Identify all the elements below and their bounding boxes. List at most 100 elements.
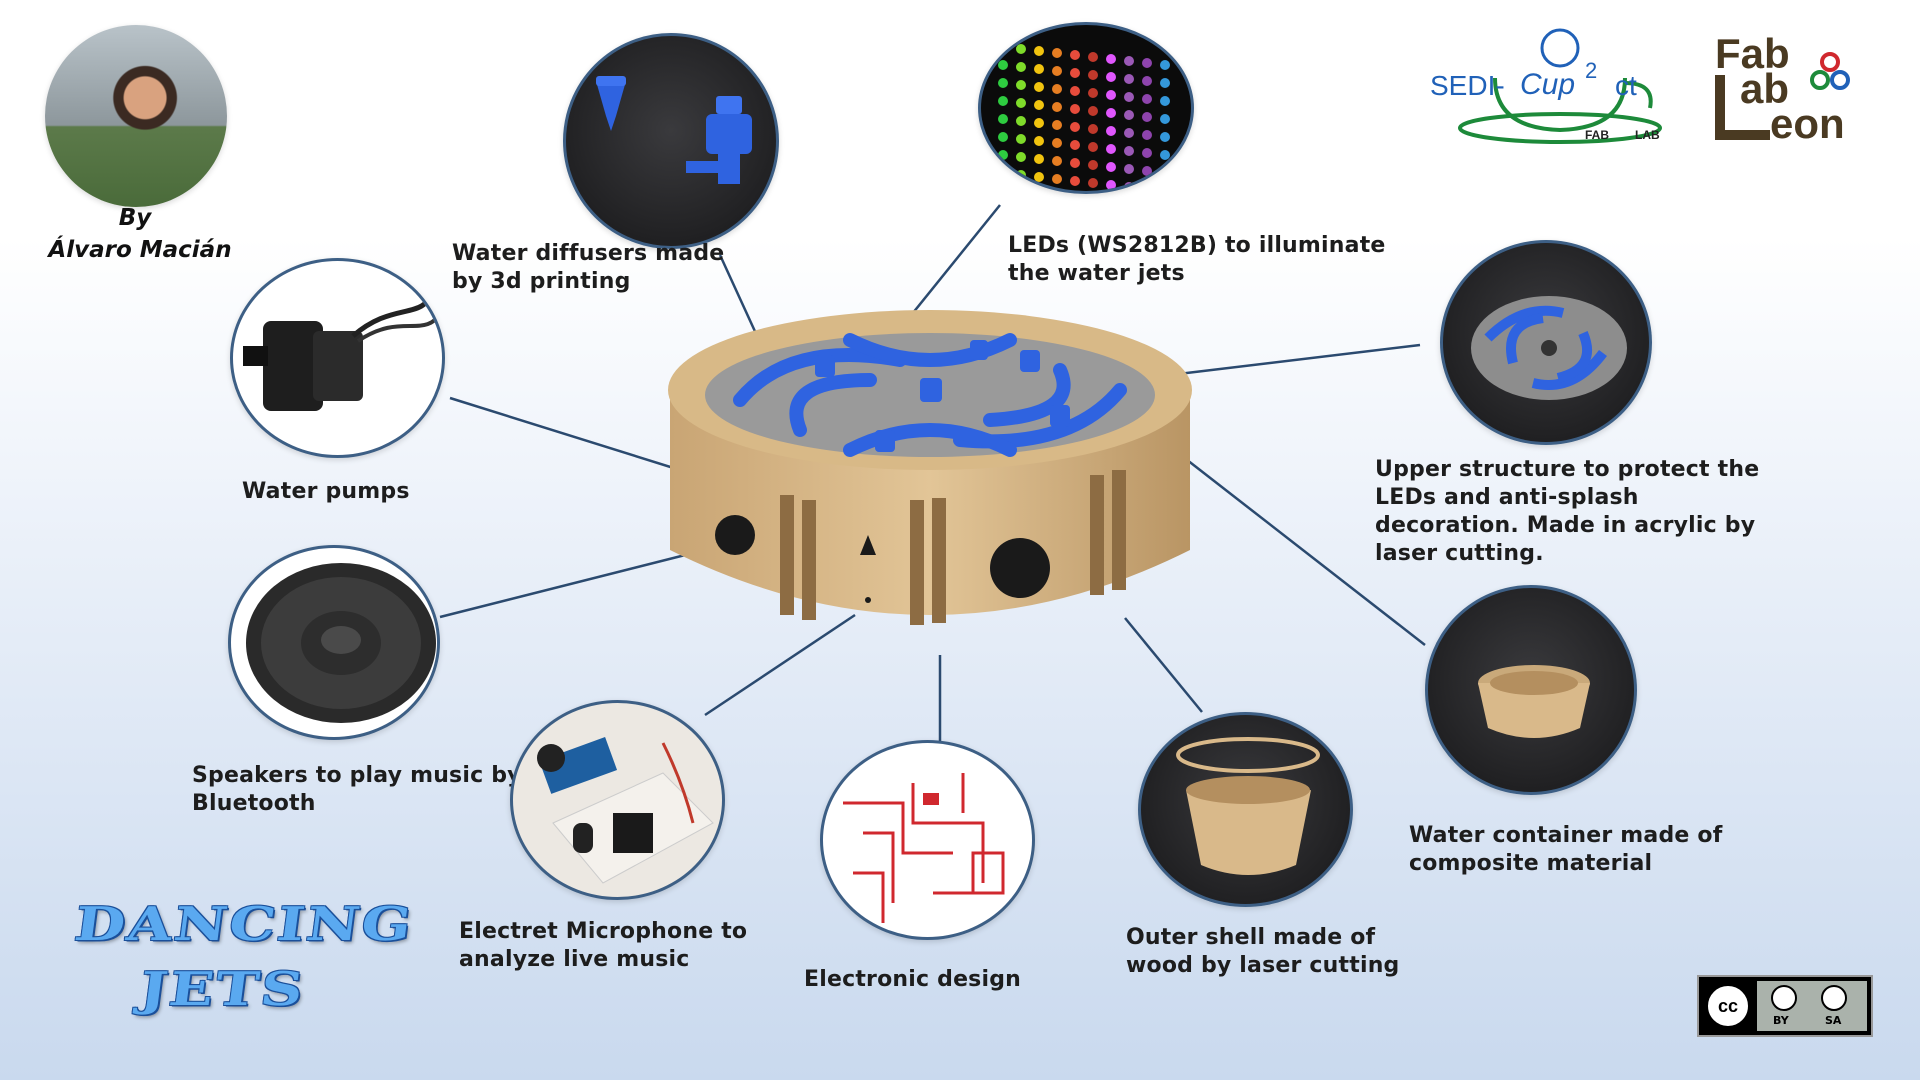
diffuser-image (563, 33, 779, 249)
led-dot (1106, 180, 1116, 190)
led-dot (998, 132, 1008, 142)
sa-icon (1821, 985, 1847, 1011)
led-dot (1070, 140, 1080, 150)
sedi-cup-logo: SEDI- Cup 2 ct FAB LAB (1425, 18, 1685, 153)
led-dot (1016, 152, 1026, 162)
led-dot (1124, 92, 1134, 102)
led-dot (1016, 80, 1026, 90)
led-dot (1070, 176, 1080, 186)
led-dot (1088, 106, 1098, 116)
author-photo (45, 25, 227, 207)
led-dot (1160, 150, 1170, 160)
led-dot (1160, 114, 1170, 124)
fablab-L-foot (1715, 130, 1770, 140)
led-dot (1070, 104, 1080, 114)
led-dot (1070, 50, 1080, 60)
led-dot (1142, 94, 1152, 104)
line-speakers (439, 548, 706, 619)
led-dot (1142, 76, 1152, 86)
title-line-2: JETS (136, 961, 309, 1017)
led-dot (998, 60, 1008, 70)
shell-image (1138, 712, 1353, 907)
led-dot (1106, 108, 1116, 118)
led-matrix-image (978, 22, 1194, 194)
led-dot (1034, 154, 1044, 164)
led-dot (1088, 52, 1098, 62)
sedi-sub2: LAB (1635, 128, 1660, 142)
microphone-image (510, 700, 725, 900)
line-pumps (449, 396, 681, 472)
author-name: Álvaro Macián (48, 237, 232, 263)
by-icon (1771, 985, 1797, 1011)
led-dot (1016, 134, 1026, 144)
led-dot (998, 150, 1008, 160)
led-dot (1016, 44, 1026, 54)
led-dot (1106, 162, 1116, 172)
line-container (1154, 434, 1426, 646)
led-dot (1106, 54, 1116, 64)
title-line-1: DANCING (71, 896, 417, 952)
led-dot (1034, 82, 1044, 92)
led-dot (1070, 68, 1080, 78)
led-dot (1070, 122, 1080, 132)
led-dot (1160, 96, 1170, 106)
led-dot (1124, 164, 1134, 174)
fablab-line2: ab (1740, 65, 1790, 112)
line-upper (1144, 343, 1421, 380)
led-dot (1088, 178, 1098, 188)
led-dot (1106, 72, 1116, 82)
label-water-pumps: Water pumps (242, 479, 410, 504)
led-dot (1070, 158, 1080, 168)
sedi-left: SEDI- (1430, 70, 1505, 101)
led-dot (1034, 172, 1044, 182)
led-dot (1106, 126, 1116, 136)
cc-text: cc (1717, 995, 1739, 1016)
led-dot (1088, 70, 1098, 80)
led-dot (1052, 84, 1062, 94)
led-dot (1088, 88, 1098, 98)
led-dot (1034, 118, 1044, 128)
author-by: By (118, 205, 152, 231)
led-dot (1052, 138, 1062, 148)
led-dot (1160, 78, 1170, 88)
led-dot (1016, 116, 1026, 126)
led-dot (998, 114, 1008, 124)
led-dot (1160, 132, 1170, 142)
led-dot (1160, 60, 1170, 70)
led-dot (998, 96, 1008, 106)
fablab-L-bar (1715, 75, 1725, 140)
led-dot (1034, 64, 1044, 74)
led-dot (1052, 174, 1062, 184)
led-dot (1052, 66, 1062, 76)
fablab-leon-logo: Fab ab eon (1710, 30, 1860, 150)
pcb-image (820, 740, 1035, 940)
led-dot (1034, 136, 1044, 146)
led-dot (1106, 144, 1116, 154)
line-shell (1124, 617, 1203, 713)
led-dot (1124, 74, 1134, 84)
sedi-cup: Cup (1520, 68, 1576, 101)
container-image (1425, 585, 1637, 795)
led-dot (1052, 120, 1062, 130)
sedi-sub: FAB (1585, 128, 1609, 142)
cc-by-sa-license: cc BY SA (1697, 975, 1873, 1037)
fountain-device (668, 310, 1192, 625)
led-dot (1052, 102, 1062, 112)
led-dot (1052, 156, 1062, 166)
led-dot (1106, 90, 1116, 100)
water-pump-image (230, 258, 445, 458)
led-dot (1016, 62, 1026, 72)
speaker-image (228, 545, 440, 740)
led-dot (1016, 98, 1026, 108)
led-dot (1124, 56, 1134, 66)
led-dot (1088, 160, 1098, 170)
by-text: BY (1773, 1014, 1789, 1027)
led-dot (1142, 130, 1152, 140)
line-mic (704, 613, 856, 717)
